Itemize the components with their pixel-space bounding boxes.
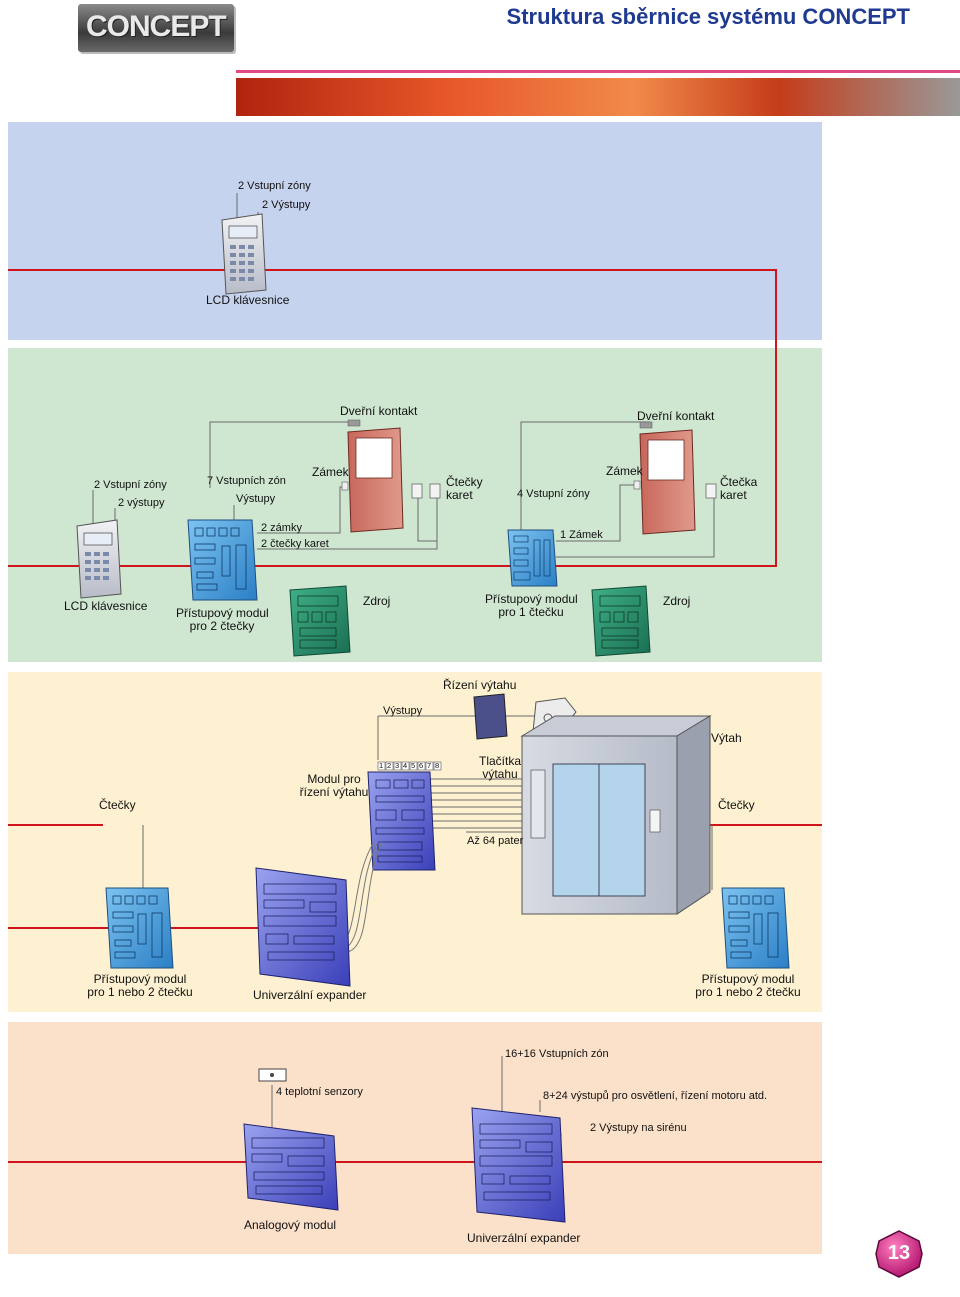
label-analog-module: Analogový modul (244, 1218, 337, 1232)
label-psu-2: Zdroj (663, 594, 691, 608)
analog-module (243, 1123, 339, 1211)
label-floors: Až 64 pater (467, 835, 524, 847)
label-lock-1: Zámek (312, 465, 349, 479)
label-output-1: 1 (379, 761, 384, 770)
card-reader-2 (705, 483, 717, 499)
label-psu-1: Zdroj (363, 594, 391, 608)
label-keypad-zones: 2 Vstupní zóny (94, 479, 167, 491)
power-supply-1 (289, 585, 351, 657)
label-elevator-module: Modul pro řízení výtahu (299, 772, 369, 799)
label-readers-left: Čtečky (99, 798, 136, 812)
label-output-7: 7 (427, 761, 432, 770)
access-module-right (721, 887, 790, 969)
label-elevator-buttons: Tlačítka výtahu (478, 754, 521, 781)
label-readers-right: Čtečky (718, 798, 755, 812)
label-outputs: Výstupy (383, 705, 423, 717)
label-elevator: Výtah (711, 731, 742, 745)
label-lcd-keypad-2: LCD klávesnice (64, 599, 148, 613)
label-card-readers-2: 2 čtečky karet (261, 538, 329, 550)
label-access-right: Přístupový modul pro 1 nebo 2 čtečku (695, 972, 801, 999)
card-readers-1 (411, 483, 441, 499)
lcd-keypad-1 (221, 213, 267, 295)
label-zones-2: 2 Vstupní zóny (238, 180, 311, 192)
label-output-2: 2 (387, 761, 392, 770)
panel-expanders (8, 1022, 822, 1254)
elevator-control-box (473, 693, 508, 740)
label-card-reader-2: Čtečka karet (720, 475, 758, 502)
label-outputs-8-24: 8+24 výstupů pro osvětlení, řízení motor… (543, 1090, 768, 1102)
panel-keypad (8, 122, 822, 340)
page-number-badge (875, 1230, 923, 1278)
label-output-6: 6 (419, 761, 424, 770)
temperature-sensor (258, 1068, 287, 1082)
label-lock-2: Zámek (606, 464, 643, 478)
elevator-cabin (520, 715, 712, 915)
page-title: Struktura sběrnice systému CONCEPT (506, 4, 910, 29)
elevator-control-module (367, 761, 442, 871)
label-keypad-outputs: 2 výstupy (118, 497, 165, 509)
label-card-readers-1: Čtečky karet (446, 475, 483, 502)
label-locks-2: 2 zámky (261, 522, 302, 534)
access-module-2-readers (187, 519, 258, 601)
label-elevator-control: Řízení výtahu (443, 678, 517, 692)
label-zones-4: 4 Vstupní zóny (517, 488, 590, 500)
label-expander-1: Univerzální expander (253, 988, 367, 1002)
label-expander-2: Univerzální expander (467, 1231, 581, 1245)
page-number: 13 (887, 1242, 911, 1264)
label-output-3: 3 (395, 761, 400, 770)
label-outputs-2: 2 Výstupy (262, 199, 311, 211)
power-supply-2 (591, 585, 651, 657)
lcd-keypad-2 (76, 519, 122, 599)
concept-logo: CONCEPT (78, 4, 234, 52)
door-2 (633, 421, 696, 535)
label-module-zones: 7 Vstupních zón (207, 475, 286, 487)
label-temp-sensors: 4 teplotní senzory (276, 1086, 363, 1098)
label-access-left: Přístupový modul pro 1 nebo 2 čtečku (87, 972, 193, 999)
label-output-4: 4 (403, 761, 408, 770)
label-output-5: 5 (411, 761, 416, 770)
label-door-contact-1: Dveřní kontakt (340, 404, 418, 418)
universal-expander-1 (255, 867, 351, 987)
label-siren-outputs: 2 Výstupy na sirénu (590, 1122, 687, 1134)
door-1 (341, 419, 404, 533)
label-lcd-keypad: LCD klávesnice (206, 293, 290, 307)
label-zones-16: 16+16 Vstupních zón (505, 1048, 609, 1060)
universal-expander-2 (471, 1107, 566, 1223)
access-module-left (105, 887, 174, 969)
logo-text: CONCEPT (86, 10, 227, 43)
label-door-contact-2: Dveřní kontakt (637, 409, 715, 423)
label-output-8: 8 (435, 761, 440, 770)
label-access-module-1: Přístupový modul pro 1 čtečku (485, 592, 578, 619)
label-access-module-2: Přístupový modul pro 2 čtečky (176, 606, 269, 633)
label-module-outputs: Výstupy (236, 493, 276, 505)
title-underline (236, 70, 960, 73)
label-lock-1-out: 1 Zámek (560, 529, 603, 541)
header-banner (236, 78, 960, 116)
access-module-1-reader (507, 529, 558, 587)
